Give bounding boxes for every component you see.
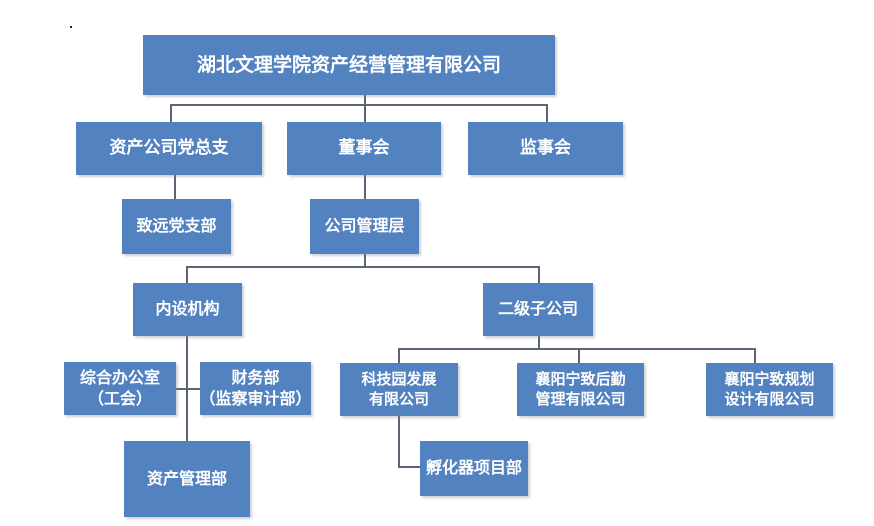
node-party-branch[interactable]: 资产公司党总支 (76, 122, 262, 175)
connector (174, 175, 176, 199)
node-label: 致远党支部 (136, 216, 217, 236)
node-subsidiaries[interactable]: 二级子公司 (483, 283, 593, 336)
node-label: 监事会 (520, 138, 571, 159)
node-label: 二级子公司 (497, 299, 578, 319)
node-general-office[interactable]: 综合办公室 （工会） (64, 362, 176, 415)
node-supervisory-board[interactable]: 监事会 (468, 122, 623, 175)
node-label: 资产公司党总支 (109, 138, 229, 159)
node-root-company[interactable]: 湖北文理学院资产经营管理有限公司 (143, 35, 555, 95)
node-zhiyuan-party-branch[interactable]: 致远党支部 (122, 199, 231, 254)
node-label: 孵化器项目部 (425, 458, 522, 478)
connector (364, 175, 366, 199)
node-label-line1: 综合办公室 (79, 367, 160, 387)
node-label: 董事会 (338, 138, 390, 159)
node-label-line2: 设计有限公司 (724, 389, 815, 408)
connector (398, 466, 420, 468)
connector (538, 266, 540, 283)
connector (398, 348, 400, 363)
node-label: 资产管理部 (146, 468, 227, 488)
connector (364, 94, 366, 106)
node-label-line2: （工会） (87, 388, 152, 408)
node-internal-units[interactable]: 内设机构 (133, 283, 242, 336)
node-label-line1: 科技园发展 (361, 370, 437, 388)
node-incubator-project-dept[interactable]: 孵化器项目部 (420, 441, 528, 496)
connector (170, 104, 172, 122)
connector (546, 104, 548, 122)
connector (364, 254, 366, 268)
connector (186, 266, 188, 283)
connector (578, 348, 580, 363)
node-planning-design-company[interactable]: 襄阳宁致规划 设计有限公司 (706, 363, 833, 416)
node-label-line2: 有限公司 (368, 389, 429, 408)
node-label-line1: 襄阳宁致后勤 (535, 370, 626, 388)
node-science-park-company[interactable]: 科技园发展 有限公司 (340, 363, 458, 416)
connector (538, 336, 540, 350)
node-label: 湖北文理学院资产经营管理有限公司 (196, 53, 501, 76)
node-board-of-directors[interactable]: 董事会 (287, 122, 441, 175)
stray-dot-mark (70, 26, 72, 28)
node-asset-management-dept[interactable]: 资产管理部 (124, 441, 250, 517)
node-label-line2: （监察审计部） (199, 388, 312, 408)
node-finance-dept[interactable]: 财务部 （监察审计部） (199, 362, 312, 415)
connector (186, 266, 540, 268)
connector (176, 388, 200, 390)
node-label: 公司管理层 (324, 216, 405, 236)
node-label: 内设机构 (155, 299, 220, 319)
connector (364, 104, 366, 122)
connector (398, 348, 756, 350)
node-logistics-company[interactable]: 襄阳宁致后勤 管理有限公司 (517, 363, 644, 416)
node-label-line1: 襄阳宁致规划 (724, 370, 815, 388)
connector (754, 348, 756, 363)
node-management[interactable]: 公司管理层 (310, 199, 419, 254)
connector (170, 104, 548, 106)
node-label-line1: 财务部 (231, 367, 280, 387)
connector (398, 416, 400, 467)
node-label-line2: 管理有限公司 (535, 389, 626, 408)
